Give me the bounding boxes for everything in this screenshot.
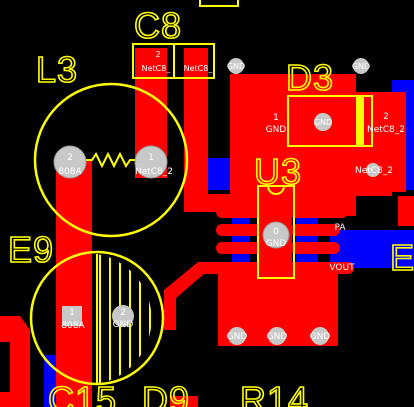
d3-cathode-band bbox=[356, 96, 364, 146]
d3-pad-2-copper bbox=[356, 92, 406, 192]
u3-pin-copper bbox=[290, 242, 340, 254]
l3-e9-trace bbox=[56, 160, 92, 407]
l3-pad-1-net: NetC8_2 bbox=[135, 167, 173, 177]
l3-outline bbox=[33, 82, 189, 238]
pads-and-vias bbox=[53, 58, 380, 345]
gnd-via[interactable] bbox=[228, 58, 244, 74]
refdes-u3: U3 bbox=[254, 151, 302, 192]
refdes-labels: C8 L3 D3 U3 E9 C15 D9 R14 E bbox=[7, 4, 414, 407]
c8-pad-2-copper bbox=[184, 48, 208, 210]
gnd-via-label: GND bbox=[267, 332, 288, 342]
top-copper-trace bbox=[164, 262, 232, 330]
top-copper-trace bbox=[170, 396, 198, 407]
top-copper-trace bbox=[398, 196, 414, 226]
u3-pin-copper bbox=[290, 262, 354, 274]
gnd-via[interactable] bbox=[353, 58, 369, 74]
pad-labels: 2 NetC8_ NetC8_ 2 808A 1 NetC8_2 1 GND G… bbox=[58, 50, 405, 342]
c8-pad-2-number: 2 bbox=[155, 50, 160, 59]
gnd-via-label: GND bbox=[310, 332, 331, 342]
l3-pad-2-number: 2 bbox=[67, 153, 73, 163]
u3-pin-copper bbox=[216, 224, 266, 236]
l3-pad-2-net: 808A bbox=[58, 167, 82, 177]
gnd-copper-pour bbox=[218, 262, 338, 346]
netc8-2-via-label: NetC8_2 bbox=[355, 166, 393, 176]
u3-exposed-pad[interactable] bbox=[262, 221, 290, 249]
c8-pad-1-net: NetC8_ bbox=[142, 64, 172, 73]
refdes-c8: C8 bbox=[134, 5, 182, 46]
netc8-2-via[interactable] bbox=[366, 163, 380, 177]
gnd-via[interactable] bbox=[311, 327, 329, 345]
u3-pin1-notch bbox=[267, 185, 285, 195]
refdes-d3: D3 bbox=[286, 57, 334, 98]
u3-pin-copper bbox=[216, 206, 266, 218]
u3-outline bbox=[257, 185, 295, 279]
d3-pad-1-number: 1 bbox=[273, 113, 279, 123]
e9-pad-2-number: 2 bbox=[120, 308, 126, 318]
gnd-via[interactable] bbox=[228, 327, 246, 345]
gnd-via-label: GND bbox=[352, 62, 370, 71]
l3-inductor-symbol bbox=[86, 151, 136, 169]
e9-pad-1[interactable] bbox=[62, 306, 82, 326]
refdes-e-right: E bbox=[390, 237, 414, 278]
bottom-copper-trace bbox=[232, 206, 250, 272]
e9-pad-1-net: 808A bbox=[61, 321, 85, 331]
c8-pad-2-net: NetC8_ bbox=[184, 64, 214, 73]
l3-pad-1[interactable] bbox=[134, 145, 168, 179]
u3-pin-copper bbox=[290, 224, 340, 236]
d3-pad-2-number: 2 bbox=[383, 112, 389, 122]
l3-pad-1-number: 1 bbox=[148, 153, 154, 163]
d3-outline bbox=[287, 95, 373, 147]
e9-pad-2-net: GND bbox=[113, 320, 134, 330]
gnd-via[interactable] bbox=[268, 327, 286, 345]
refdes-e9: E9 bbox=[8, 229, 54, 270]
u3-pin-pa-label: PA bbox=[334, 223, 346, 233]
d3-pad-2-net: NetC8_2 bbox=[367, 125, 405, 135]
e9-pad-1-number: 1 bbox=[69, 308, 75, 318]
u3-pad-0-net: GND bbox=[266, 239, 287, 249]
e9-pad-2[interactable] bbox=[112, 305, 134, 327]
copper-clearance bbox=[0, 342, 10, 392]
gnd-via-label: GND bbox=[227, 332, 248, 342]
refdes-d9: D9 bbox=[142, 379, 190, 407]
u3-pin-vout-label: VOUT bbox=[329, 263, 355, 273]
refdes-r14: R14 bbox=[240, 379, 309, 407]
d3-pad-1-net: GND bbox=[266, 125, 287, 135]
u3-pin-copper bbox=[216, 242, 266, 254]
refdes-l3: L3 bbox=[36, 49, 78, 90]
u3-pad-0-number: 0 bbox=[273, 227, 279, 237]
d3-via[interactable] bbox=[314, 113, 332, 131]
bottom-copper-trace bbox=[330, 230, 414, 268]
u3-pin-copper bbox=[290, 206, 348, 218]
d3-via-net: GND bbox=[314, 118, 332, 127]
gnd-via-label: GND bbox=[227, 62, 245, 71]
refdes-c15: C15 bbox=[48, 379, 117, 407]
l3-pad-2[interactable] bbox=[53, 145, 87, 179]
silkscreen-layer bbox=[29, 0, 373, 386]
silkscreen-fragment bbox=[199, 0, 239, 7]
